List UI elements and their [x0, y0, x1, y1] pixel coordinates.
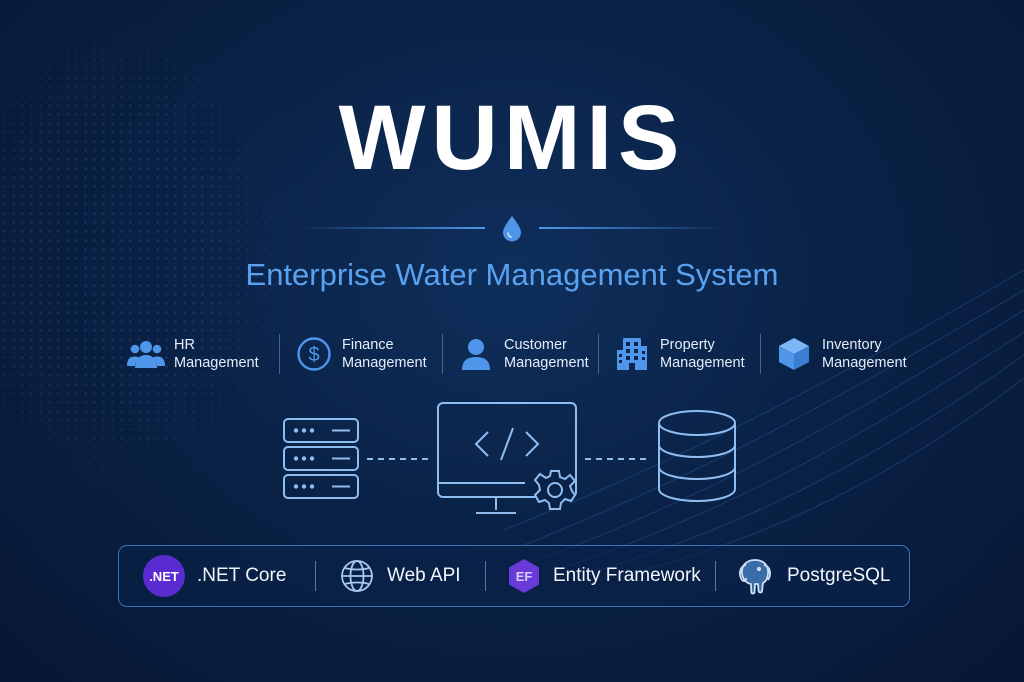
ef-logo: EF: [509, 559, 539, 593]
app-subtitle: Enterprise Water Management System: [245, 257, 779, 292]
module-separator: [760, 334, 761, 374]
architecture-diagram: [283, 402, 736, 514]
dollar-circle-icon: $: [294, 334, 334, 374]
module-separator: [598, 334, 599, 374]
divider-line-right: [539, 227, 724, 229]
title-divider: [300, 214, 724, 244]
users-icon: [126, 334, 166, 374]
tech-entity-framework: EF Entity Framework: [507, 546, 701, 606]
app-title: WUMIS: [338, 87, 686, 189]
database-icon: [658, 410, 736, 502]
module-separator: [442, 334, 443, 374]
tech-separator: [315, 561, 316, 591]
tech-stack-bar: .NET .NET Core Web API EF Entity Framewo…: [118, 545, 910, 607]
globe-icon: [341, 560, 373, 592]
tech-web-api: Web API: [339, 546, 461, 606]
user-icon: [456, 334, 496, 374]
module-inventory-line1: Inventory: [822, 337, 882, 353]
module-hr: HR Management: [126, 332, 259, 376]
module-customer-line1: Customer: [504, 337, 567, 353]
module-property-line2: Management: [660, 355, 745, 371]
building-icon: [612, 334, 652, 374]
module-hr-line2: Management: [174, 355, 259, 371]
tech-separator: [485, 561, 486, 591]
postgresql-elephant-logo: [739, 559, 771, 595]
code-monitor-gear-icon: [437, 402, 577, 514]
module-finance: $ Finance Management: [294, 332, 427, 376]
tech-ef-label: Entity Framework: [553, 565, 701, 586]
divider-line-left: [300, 227, 485, 229]
module-inventory: Inventory Management: [774, 332, 907, 376]
module-property: Property Management: [612, 332, 745, 376]
box-icon: [774, 334, 814, 374]
module-list: HR Management $ Finance Management: [120, 332, 920, 376]
background-dot-map: [0, 20, 330, 540]
water-drop-icon: [503, 216, 521, 242]
tech-postgresql: PostgreSQL: [735, 546, 891, 606]
svg-text:EF: EF: [516, 569, 533, 584]
tech-dotnet-core: .NET .NET Core: [143, 546, 286, 606]
tech-separator: [715, 561, 716, 591]
module-property-line1: Property: [660, 337, 715, 353]
tech-dotnet-label: .NET Core: [197, 565, 287, 586]
module-finance-line2: Management: [342, 355, 427, 371]
module-finance-line1: Finance: [342, 337, 394, 353]
server-icon: [283, 418, 359, 499]
module-inventory-line2: Management: [822, 355, 907, 371]
module-customer-line2: Management: [504, 355, 589, 371]
svg-text:$: $: [308, 344, 319, 366]
tech-web-api-label: Web API: [387, 565, 461, 586]
dotnet-logo: .NET: [143, 555, 185, 597]
tech-postgresql-label: PostgreSQL: [787, 565, 891, 586]
module-customer: Customer Management: [456, 332, 589, 376]
module-hr-line1: HR: [174, 337, 195, 353]
module-separator: [279, 334, 280, 374]
